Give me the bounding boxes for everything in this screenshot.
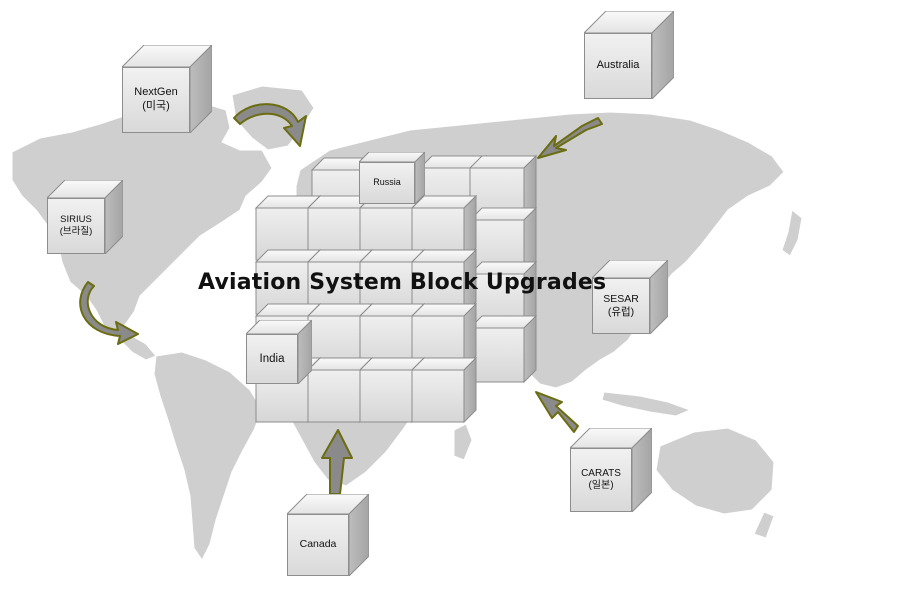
box-russia-label: Russia — [373, 177, 401, 188]
box-nextgen: NextGen (미국) — [122, 45, 212, 133]
arrow-carats — [535, 391, 579, 433]
arrow-canada — [321, 429, 353, 495]
box-nextgen-sublabel: (미국) — [142, 100, 170, 112]
box-sesar: SESAR (유럽) — [592, 260, 668, 334]
japan-shape — [781, 209, 803, 257]
diagram-title: Aviation System Block Upgrades — [198, 270, 607, 295]
box-australia: Australia — [584, 11, 674, 99]
box-nextgen-label: NextGen — [134, 86, 178, 99]
box-australia-label: Australia — [596, 59, 640, 72]
arrow-nextgen — [233, 103, 307, 147]
box-sirius: SIRIUS (브라질) — [47, 180, 123, 254]
indonesia-shape — [601, 391, 692, 417]
box-india-label: India — [259, 352, 285, 365]
box-canada: Canada — [287, 494, 369, 576]
new-zealand-shape — [753, 511, 775, 539]
box-sirius-label: SIRIUS — [60, 214, 92, 226]
box-carats: CARATS (일본) — [570, 428, 652, 512]
box-russia: Russia — [359, 152, 425, 204]
box-sirius-sublabel: (브라질) — [59, 226, 93, 237]
box-carats-sublabel: (일본) — [588, 480, 614, 491]
box-canada-label: Canada — [299, 538, 337, 551]
cluster-cube — [468, 314, 538, 384]
cluster-cube — [410, 356, 478, 424]
box-carats-label: CARATS — [581, 467, 621, 479]
australia-shape — [655, 427, 775, 515]
arrow-sirius — [79, 281, 139, 345]
madagascar-shape — [453, 423, 473, 461]
box-india: India — [246, 320, 312, 384]
box-sesar-sublabel: (유럽) — [607, 306, 635, 318]
south-america-shape — [153, 351, 263, 561]
arrow-australia — [537, 117, 603, 159]
box-sesar-label: SESAR — [603, 292, 639, 305]
